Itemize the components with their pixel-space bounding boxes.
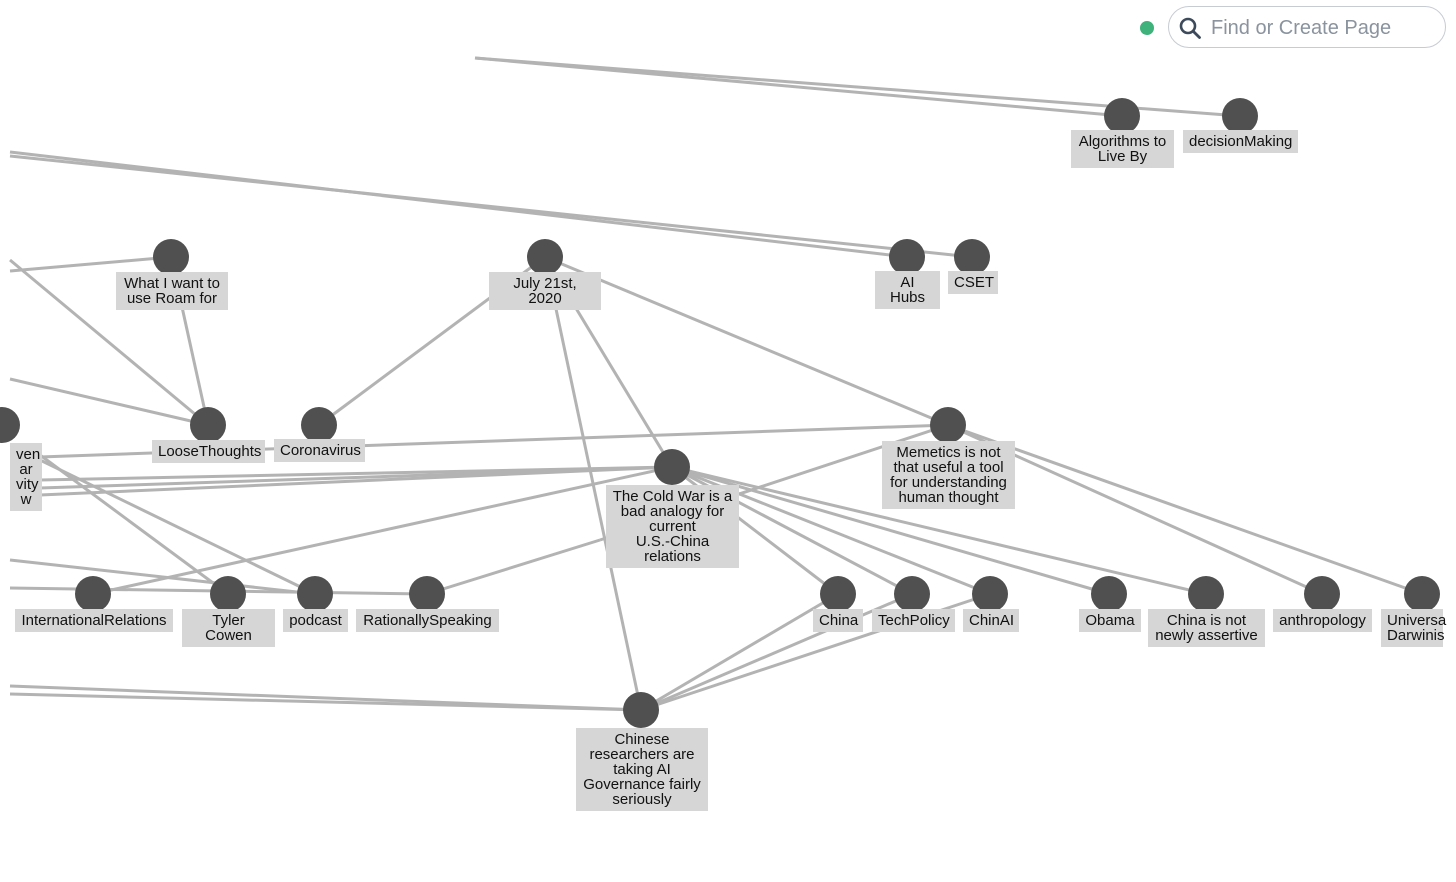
- node-memetics-dot[interactable]: [930, 407, 966, 443]
- node-coldwar-label[interactable]: The Cold War is a bad analogy for curren…: [606, 485, 739, 568]
- node-chinanotassertive-dot[interactable]: [1188, 576, 1224, 612]
- node-whatiwant-dot[interactable]: [153, 239, 189, 275]
- node-universaldarwinism-dot[interactable]: [1404, 576, 1440, 612]
- graph-edges: [9, 56, 1423, 712]
- search-box[interactable]: [1168, 6, 1446, 48]
- node-coronavirus-dot[interactable]: [301, 407, 337, 443]
- node-july21-label[interactable]: July 21st, 2020: [489, 272, 601, 310]
- graph-edge: [947, 423, 1423, 596]
- graph-edge: [9, 692, 642, 712]
- node-podcast-label[interactable]: podcast: [283, 609, 348, 632]
- graph-edge: [9, 255, 172, 273]
- node-china-dot[interactable]: [820, 576, 856, 612]
- node-chineseresearchers-label[interactable]: Chinese researchers are taking AI Govern…: [576, 728, 708, 811]
- graph-edge: [640, 592, 913, 712]
- node-universaldarwinism-label[interactable]: Universa Darwinis: [1381, 609, 1446, 647]
- search-icon: [1179, 17, 1201, 39]
- node-chinai-label[interactable]: ChinAI: [963, 609, 1019, 632]
- node-rationallyspeaking-label[interactable]: RationallySpeaking: [356, 609, 499, 632]
- node-internationalrelations-label[interactable]: InternationalRelations: [15, 609, 173, 632]
- node-tylercowenpartial-label[interactable]: ven ar vity w: [10, 443, 42, 511]
- node-coronavirus-label[interactable]: Coronavirus: [274, 439, 365, 462]
- graph-edge: [39, 458, 316, 596]
- node-rationallyspeaking-dot[interactable]: [409, 576, 445, 612]
- node-tylercowen-dot[interactable]: [210, 576, 246, 612]
- node-chinanotassertive-label[interactable]: China is not newly assertive: [1148, 609, 1265, 647]
- node-obama-label[interactable]: Obama: [1079, 609, 1141, 632]
- graph-edge: [671, 465, 1110, 596]
- node-chinai-dot[interactable]: [972, 576, 1008, 612]
- graph-edge: [544, 255, 949, 427]
- node-whatiwant-label[interactable]: What I want to use Roam for: [116, 272, 228, 310]
- graph-edge: [9, 258, 209, 427]
- node-loosethoughts-dot[interactable]: [190, 407, 226, 443]
- graph-edge: [9, 558, 316, 596]
- node-anthropology-label[interactable]: anthropology: [1273, 609, 1372, 632]
- top-bar: [1056, 0, 1456, 56]
- sync-status-indicator: [1140, 21, 1154, 35]
- node-algorithms-label[interactable]: Algorithms to Live By: [1071, 130, 1174, 168]
- node-coldwar-dot[interactable]: [654, 449, 690, 485]
- node-july21-dot[interactable]: [527, 239, 563, 275]
- graph-nodes: [0, 98, 1440, 728]
- node-cset-dot[interactable]: [954, 239, 990, 275]
- node-chineseresearchers-dot[interactable]: [623, 692, 659, 728]
- graph-edge: [640, 592, 839, 712]
- node-algorithms-dot[interactable]: [1104, 98, 1140, 134]
- node-aihubs-label[interactable]: AI Hubs: [875, 271, 940, 309]
- node-loosethoughts-label[interactable]: LooseThoughts: [152, 440, 265, 463]
- node-podcast-dot[interactable]: [297, 576, 333, 612]
- node-china-label[interactable]: China: [813, 609, 863, 632]
- node-obama-dot[interactable]: [1091, 576, 1127, 612]
- search-input[interactable]: [1209, 11, 1437, 45]
- node-tylercowen-label[interactable]: Tyler Cowen: [182, 609, 275, 647]
- node-techpolicy-label[interactable]: TechPolicy: [872, 609, 955, 632]
- graph-edge: [9, 377, 209, 427]
- graph-edge: [39, 465, 673, 497]
- node-anthropology-dot[interactable]: [1304, 576, 1340, 612]
- graph-edge: [426, 538, 601, 596]
- graph-edge: [9, 154, 973, 259]
- node-techpolicy-dot[interactable]: [894, 576, 930, 612]
- node-aihubs-dot[interactable]: [889, 239, 925, 275]
- node-tylercowenpartial-dot[interactable]: [0, 407, 20, 443]
- node-cset-label[interactable]: CSET: [948, 271, 998, 294]
- node-decisionmaking-label[interactable]: decisionMaking: [1183, 130, 1298, 153]
- node-memetics-label[interactable]: Memetics is not that useful a tool for u…: [882, 441, 1015, 509]
- node-internationalrelations-dot[interactable]: [75, 576, 111, 612]
- graph-edge: [92, 465, 673, 596]
- node-decisionmaking-dot[interactable]: [1222, 98, 1258, 134]
